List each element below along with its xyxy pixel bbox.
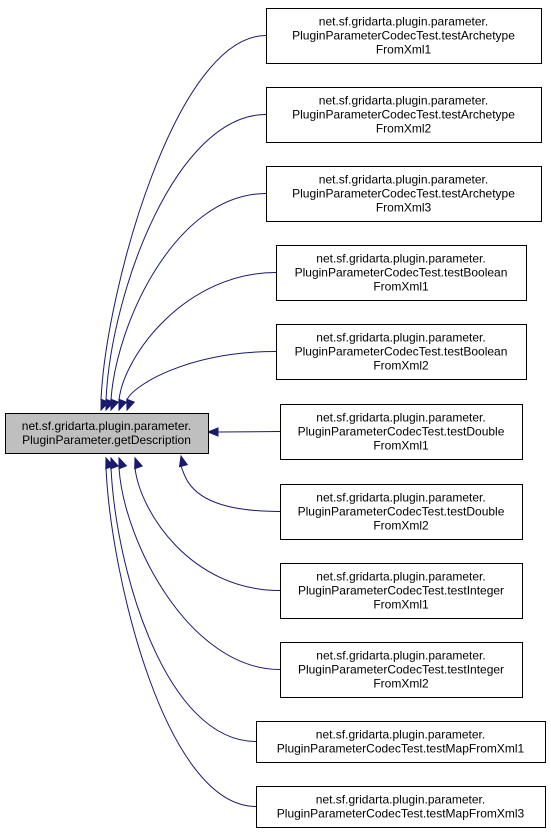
arrowhead [126, 398, 136, 412]
caller-node-label-line: PluginParameterCodecTest.testInteger [298, 584, 504, 598]
call-edge [180, 465, 281, 512]
caller-node-label-line: PluginParameterCodecTest.testMapFromXml3 [277, 807, 525, 821]
caller-node-label-line: PluginParameterCodecTest.testArchetype [292, 187, 515, 201]
caller-node-label-line: net.sf.gridarta.plugin.parameter. [316, 252, 485, 266]
caller-node-box [280, 563, 523, 619]
caller-node-label-line: FromXml3 [376, 201, 432, 215]
arrowhead [105, 456, 115, 470]
caller-node[interactable]: net.sf.gridarta.plugin.parameter.PluginP… [280, 404, 523, 460]
arrowhead [118, 398, 128, 412]
caller-node[interactable]: net.sf.gridarta.plugin.parameter.PluginP… [256, 721, 546, 763]
caller-node-label-line: net.sf.gridarta.plugin.parameter. [316, 649, 485, 663]
call-edge [105, 114, 267, 401]
arrowhead [110, 398, 120, 412]
arrowhead [134, 456, 144, 470]
caller-node[interactable]: net.sf.gridarta.plugin.parameter.PluginP… [280, 484, 523, 540]
call-edge [118, 467, 281, 670]
caller-node[interactable]: net.sf.gridarta.plugin.parameter.PluginP… [266, 166, 542, 222]
caller-node-label-line: FromXml2 [373, 677, 429, 691]
call-edge [100, 35, 267, 401]
caller-node-label-line: net.sf.gridarta.plugin.parameter. [316, 411, 485, 425]
caller-node-label-line: FromXml2 [376, 122, 432, 136]
focus-node-box [5, 413, 209, 454]
caller-node-label-line: net.sf.gridarta.plugin.parameter. [316, 793, 485, 807]
caller-node-label-line: PluginParameterCodecTest.testInteger [298, 663, 504, 677]
caller-node-label-line: FromXml1 [376, 43, 432, 57]
caller-node[interactable]: net.sf.gridarta.plugin.parameter.PluginP… [280, 563, 523, 619]
focus-node-label-line: net.sf.gridarta.plugin.parameter. [22, 419, 191, 433]
caller-node-box [266, 8, 542, 64]
caller-node-label-line: FromXml1 [373, 280, 429, 294]
caller-node-box [276, 324, 527, 380]
caller-node[interactable]: net.sf.gridarta.plugin.parameter.PluginP… [266, 8, 542, 64]
nodes-layer: net.sf.gridarta.plugin.parameter.PluginP… [5, 8, 546, 828]
arrowhead [178, 454, 189, 468]
arrowhead [206, 427, 219, 437]
caller-node-box [256, 786, 546, 828]
caller-node-label-line: FromXml1 [373, 439, 429, 453]
caller-node-box [280, 484, 523, 540]
caller-node-box [276, 245, 527, 301]
call-edge [217, 431, 281, 433]
call-edge [126, 351, 277, 401]
focus-node-label-line: PluginParameter.getDescription [22, 433, 191, 447]
caller-node-label-line: net.sf.gridarta.plugin.parameter. [316, 570, 485, 584]
caller-node-box [256, 721, 546, 763]
caller-node-label-line: net.sf.gridarta.plugin.parameter. [316, 331, 485, 345]
caller-node-label-line: PluginParameterCodecTest.testArchetype [292, 108, 515, 122]
caller-node-label-line: FromXml1 [373, 598, 429, 612]
arrowhead [118, 456, 128, 470]
caller-node-label-line: net.sf.gridarta.plugin.parameter. [319, 15, 488, 29]
call-edge [118, 272, 277, 401]
caller-node-label-line: FromXml2 [373, 519, 429, 533]
caller-node-label-line: FromXml2 [373, 359, 429, 373]
caller-node-label-line: net.sf.gridarta.plugin.parameter. [316, 728, 485, 742]
caller-node-box [266, 166, 542, 222]
caller-node[interactable]: net.sf.gridarta.plugin.parameter.PluginP… [256, 786, 546, 828]
caller-node-label-line: net.sf.gridarta.plugin.parameter. [316, 491, 485, 505]
caller-node-label-line: PluginParameterCodecTest.testMapFromXml1 [277, 742, 525, 756]
focus-node[interactable]: net.sf.gridarta.plugin.parameter.PluginP… [5, 413, 209, 454]
caller-node-box [266, 87, 542, 143]
edges-layer [100, 35, 281, 807]
caller-node[interactable]: net.sf.gridarta.plugin.parameter.PluginP… [266, 87, 542, 143]
caller-node-label-line: PluginParameterCodecTest.testDouble [298, 425, 505, 439]
caller-node-box [280, 404, 523, 460]
caller-node-label-line: net.sf.gridarta.plugin.parameter. [319, 94, 488, 108]
call-edge [110, 467, 257, 742]
arrowhead [110, 456, 120, 470]
caller-node-label-line: PluginParameterCodecTest.testArchetype [292, 29, 515, 43]
caller-node-label-line: PluginParameterCodecTest.testDouble [298, 505, 505, 519]
caller-node[interactable]: net.sf.gridarta.plugin.parameter.PluginP… [276, 324, 527, 380]
caller-node-box [280, 642, 523, 698]
caller-node-label-line: PluginParameterCodecTest.testBoolean [295, 266, 508, 280]
call-edge [110, 193, 267, 401]
caller-node-label-line: net.sf.gridarta.plugin.parameter. [319, 173, 488, 187]
caller-node[interactable]: net.sf.gridarta.plugin.parameter.PluginP… [280, 642, 523, 698]
call-edge [134, 467, 281, 591]
call-edge [105, 467, 257, 807]
caller-node[interactable]: net.sf.gridarta.plugin.parameter.PluginP… [276, 245, 527, 301]
caller-node-label-line: PluginParameterCodecTest.testBoolean [295, 345, 508, 359]
